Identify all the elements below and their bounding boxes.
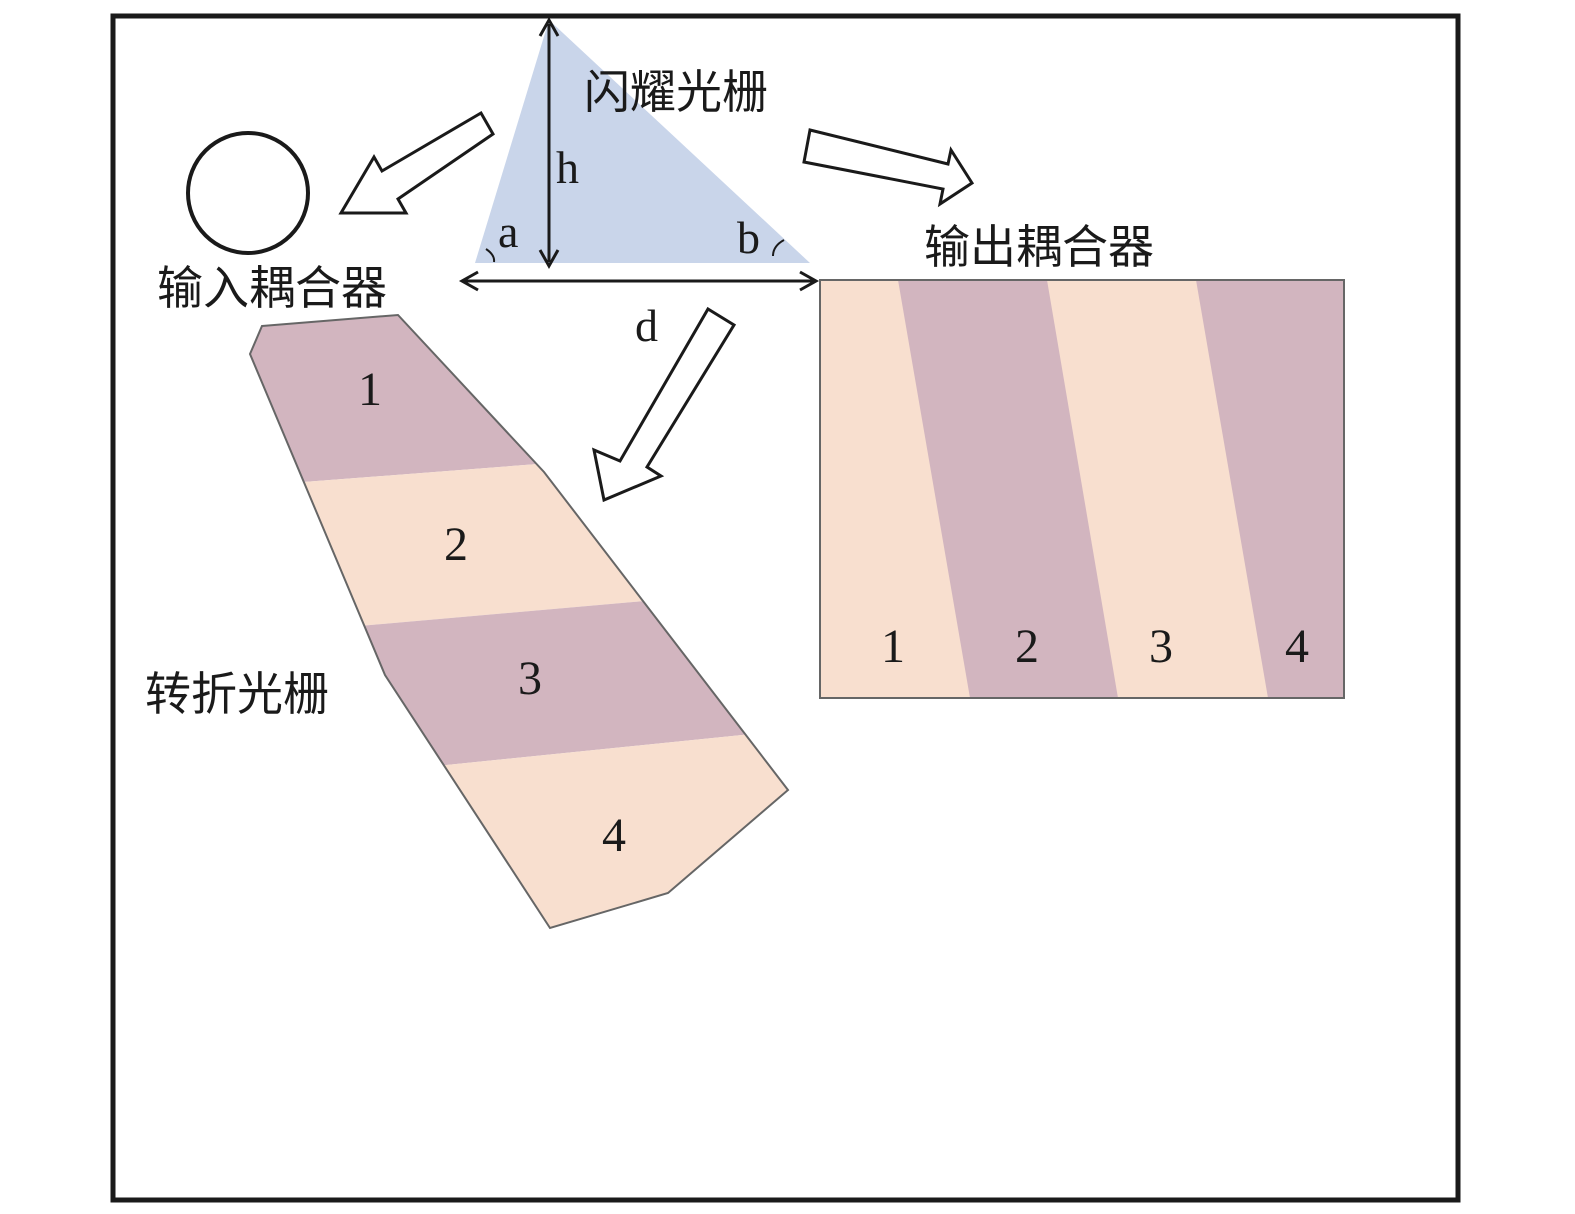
input-coupler-label: 输入耦合器 [157, 261, 387, 315]
turning-grating-label: 转折光栅 [145, 667, 329, 721]
turning-region-2-band [250, 440, 788, 640]
height-arrow [538, 16, 560, 270]
output-region-4-band [1196, 280, 1344, 698]
period-arrow [458, 270, 820, 292]
output-coupler-border [819, 279, 1345, 699]
output-region-1-label: 1 [881, 620, 905, 673]
turning-region-4-label: 4 [602, 809, 626, 862]
output-region-4-label: 4 [1285, 620, 1309, 673]
output-region-2-label: 2 [1015, 620, 1039, 673]
period-label: d [635, 300, 658, 351]
turning-grating-outline [248, 313, 790, 930]
angle-a-arc [485, 248, 496, 263]
turning-region-1-label: 1 [358, 363, 382, 416]
turning-region-4-band [250, 724, 788, 928]
turning-region-2-label: 2 [444, 518, 468, 571]
input-coupler-circle [186, 131, 310, 255]
arrow-to-turning-grating [591, 306, 737, 503]
output-coupler-label: 输出耦合器 [924, 220, 1154, 274]
turning-region-1-band [250, 315, 788, 490]
output-coupler: 1 2 3 4 [819, 279, 1345, 699]
outer-frame [110, 13, 1461, 1203]
arrow-to-output-coupler [802, 128, 975, 208]
height-label: h [556, 142, 579, 193]
output-region-2-band [898, 280, 1118, 698]
angle-a-label: a [498, 206, 518, 257]
blazed-grating-triangle [475, 20, 810, 263]
turning-region-3-label: 3 [518, 652, 542, 705]
turning-grating: 1 2 3 4 [248, 313, 790, 930]
angle-b-arc [772, 239, 785, 257]
output-region-3-label: 3 [1149, 620, 1173, 673]
blazed-grating-label: 闪耀光栅 [584, 65, 768, 119]
angle-b-label: b [737, 212, 760, 263]
arrow-to-input-coupler [338, 110, 495, 215]
